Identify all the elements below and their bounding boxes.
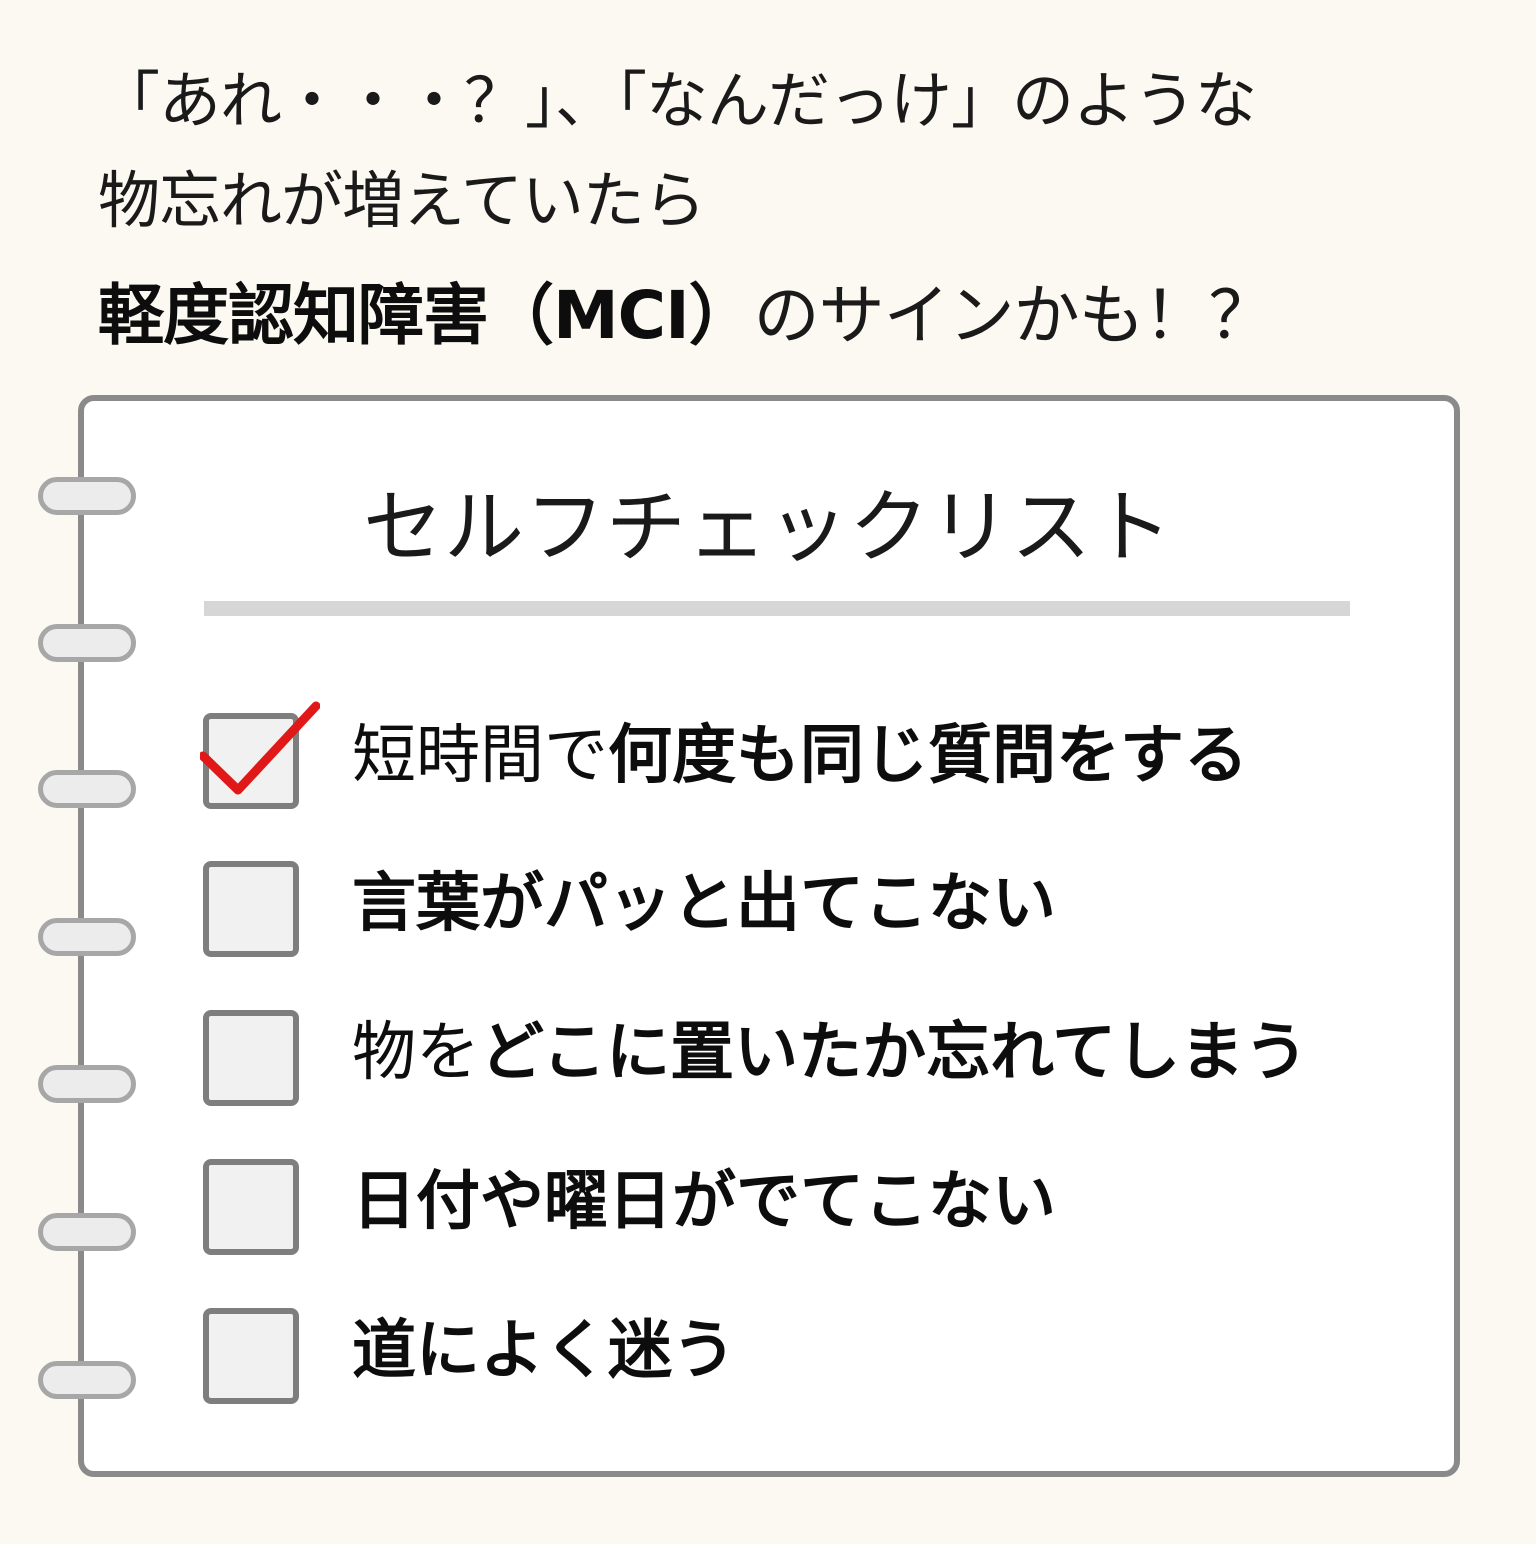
binder-ring <box>38 1361 136 1399</box>
headline-line-1: 「あれ・・・？」、「なんだっけ」のような <box>98 64 1257 137</box>
checklist-item: 短時間で何度も同じ質問をする <box>200 701 1400 810</box>
checklist-item-label: 短時間で何度も同じ質問をする <box>352 724 1248 788</box>
checkbox[interactable] <box>203 1159 299 1255</box>
checkbox[interactable] <box>203 1010 299 1106</box>
headline-suffix: のサインかも！？ <box>753 277 1275 354</box>
checkbox[interactable] <box>203 1308 299 1404</box>
headline-line-2: 物忘れが増えていたら <box>98 164 706 237</box>
red-checkmark-icon <box>200 701 320 795</box>
checklist-item: 日付や曜日がでてこない <box>200 1156 1400 1256</box>
binder-ring <box>38 1065 136 1103</box>
checklist-item: 物をどこに置いたか忘れてしまう <box>200 1007 1400 1107</box>
checklist-item: 言葉がパッと出てこない <box>200 858 1400 958</box>
checklist-card <box>78 395 1460 1477</box>
checklist-item-label: 道によく迷う <box>352 1319 736 1383</box>
checklist-item-label: 言葉がパッと出てこない <box>352 872 1056 936</box>
item-text-bold: 何度も同じ質問をする <box>608 719 1248 793</box>
item-text-bold: どこに置いたか忘れてしまう <box>480 1016 1309 1090</box>
checklist-item-label: 日付や曜日がでてこない <box>352 1170 1056 1234</box>
item-text-bold: 日付や曜日がでてこない <box>352 1165 1056 1239</box>
item-text-normal: 物を <box>352 1016 480 1090</box>
binder-ring <box>38 918 136 956</box>
checklist-title: セルフチェックリスト <box>363 481 1173 574</box>
binder-ring <box>38 477 136 515</box>
checklist-item: 道によく迷う <box>200 1305 1400 1405</box>
binder-ring <box>38 770 136 808</box>
checklist-item-label: 物をどこに置いたか忘れてしまう <box>352 1021 1308 1085</box>
binder-ring <box>38 1213 136 1251</box>
binder-ring <box>38 624 136 662</box>
title-divider <box>204 601 1350 616</box>
item-text-bold: 道によく迷う <box>352 1314 736 1388</box>
item-text-normal: 短時間で <box>352 719 608 793</box>
headline-emphasis: 軽度認知障害（MCI） <box>98 277 755 354</box>
item-text-bold: 言葉がパッと出てこない <box>352 867 1056 941</box>
headline-line-3: 軽度認知障害（MCI）のサインかも！？ <box>98 283 1275 349</box>
checkbox[interactable] <box>203 861 299 957</box>
